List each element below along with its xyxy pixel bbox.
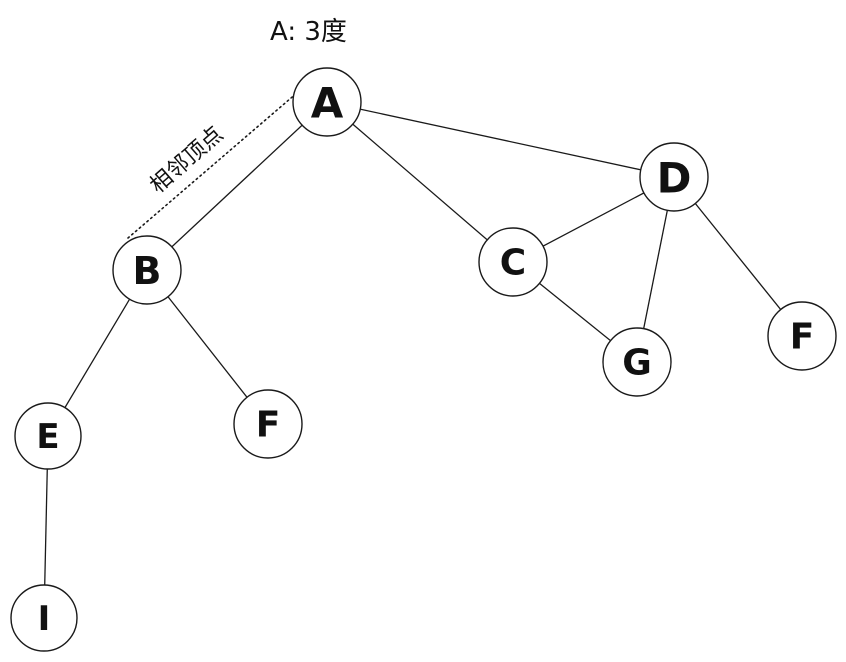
node-d: D bbox=[639, 142, 709, 212]
edge-a-b bbox=[146, 101, 328, 271]
node-circle bbox=[112, 235, 182, 305]
edge-a-d bbox=[326, 101, 675, 178]
node-f2: F bbox=[767, 301, 837, 371]
node-label: A bbox=[311, 79, 344, 128]
degree-annotation: A: 3度 bbox=[270, 17, 347, 47]
node-label: C bbox=[500, 243, 526, 284]
node-circle bbox=[478, 227, 548, 297]
adjacent-vertex-dotted-line bbox=[127, 91, 299, 239]
nodes-layer: A B C D E F F G I bbox=[10, 67, 837, 652]
node-circle bbox=[233, 389, 303, 459]
node-circle bbox=[767, 301, 837, 371]
node-f1: F bbox=[233, 389, 303, 459]
node-a: A bbox=[292, 67, 362, 137]
node-label: E bbox=[36, 417, 59, 457]
node-e: E bbox=[14, 402, 82, 470]
node-label: B bbox=[133, 249, 162, 293]
node-circle bbox=[10, 584, 78, 652]
node-c: C bbox=[478, 227, 548, 297]
node-label: F bbox=[790, 317, 815, 358]
node-circle bbox=[639, 142, 709, 212]
node-g: G bbox=[602, 327, 672, 397]
node-i: I bbox=[10, 584, 78, 652]
adjacent-vertex-annotation: 相邻顶点 bbox=[146, 122, 229, 199]
node-label: F bbox=[256, 405, 281, 446]
node-label: G bbox=[622, 343, 652, 384]
node-label: I bbox=[38, 599, 51, 639]
edge-a-c bbox=[326, 101, 514, 263]
node-b: B bbox=[112, 235, 182, 305]
node-circle bbox=[602, 327, 672, 397]
node-circle bbox=[14, 402, 82, 470]
node-label: D bbox=[657, 154, 692, 203]
node-circle bbox=[292, 67, 362, 137]
